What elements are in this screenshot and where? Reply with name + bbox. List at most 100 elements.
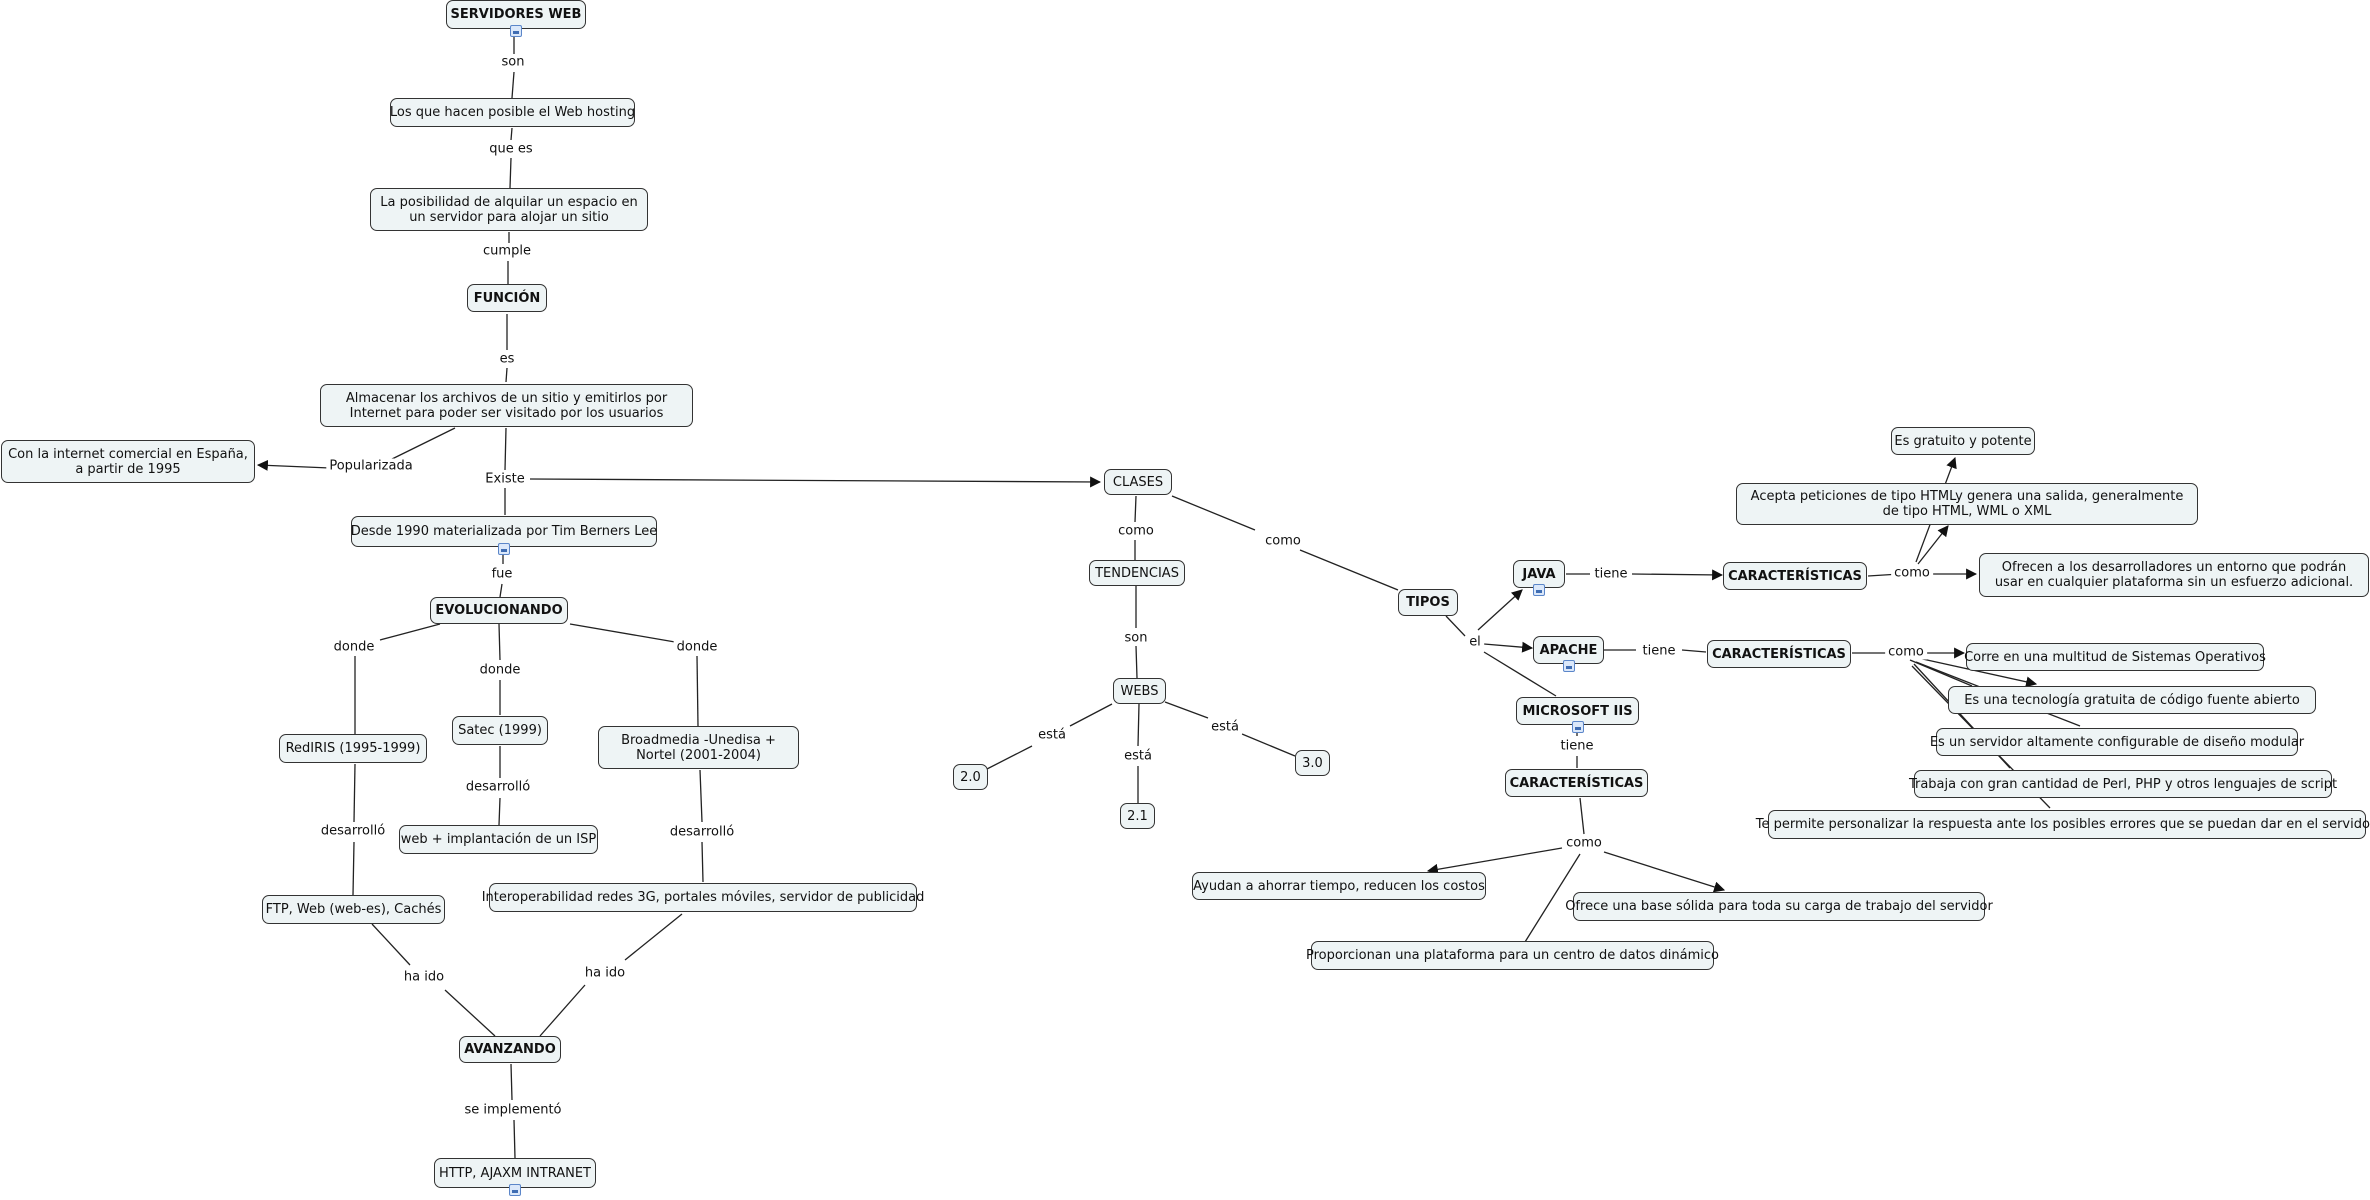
link-label-como-tipos: como	[1262, 533, 1304, 549]
node-web-hosting[interactable]: Los que hacen posible el Web hosting	[390, 98, 635, 127]
node-text: CARACTERÍSTICAS	[1509, 775, 1644, 791]
node-text: Es gratuito y potente	[1894, 433, 2032, 449]
node-v30[interactable]: 3.0	[1295, 750, 1330, 776]
node-text: Es un servidor altamente configurable de…	[1929, 734, 2305, 750]
node-configurable[interactable]: Es un servidor altamente configurable de…	[1930, 728, 2304, 756]
link-label-el: el	[1466, 634, 1484, 650]
link-label-ha-ido-2: ha ido	[581, 965, 629, 981]
node-text: Corre en una multitud de Sistemas Operat…	[1964, 649, 2266, 665]
link-label-esta-1: está	[1035, 727, 1069, 743]
node-caracteristicas-iis[interactable]: CARACTERÍSTICAS	[1505, 769, 1648, 797]
link-label-tiene-java: tiene	[1591, 566, 1631, 582]
image-icon[interactable]	[498, 543, 510, 555]
node-text: SERVIDORES WEB	[450, 7, 582, 22]
link-label-esta-3: está	[1208, 719, 1242, 735]
node-ofrecen[interactable]: Ofrecen a los desarrolladores un entorno…	[1979, 553, 2369, 597]
node-http[interactable]: HTTP, AJAXM INTRANET	[434, 1158, 596, 1196]
node-posibilidad[interactable]: La posibilidad de alquilar un espacio en…	[370, 188, 648, 231]
node-text: Los que hacen posible el Web hosting	[389, 105, 636, 120]
link-label-desarrollo-1: desarrolló	[317, 823, 389, 839]
link-label-ha-ido-1: ha ido	[400, 969, 448, 985]
link-label-fue: fue	[488, 566, 516, 582]
node-evolucionando[interactable]: EVOLUCIONANDO	[430, 597, 568, 624]
link-label-como-apache: como	[1885, 644, 1927, 660]
node-v20[interactable]: 2.0	[953, 764, 988, 790]
image-icon[interactable]	[1571, 721, 1584, 733]
node-text: TENDENCIAS	[1095, 565, 1179, 581]
node-corre[interactable]: Corre en una multitud de Sistemas Operat…	[1964, 643, 2266, 671]
node-text: AVANZANDO	[464, 1042, 556, 1057]
node-caracteristicas-java[interactable]: CARACTERÍSTICAS	[1723, 562, 1867, 590]
node-text: MICROSOFT IIS	[1522, 703, 1633, 719]
link-label-como-java: como	[1891, 565, 1933, 581]
node-personalizar[interactable]: Te permite personalizar la respuesta ant…	[1756, 810, 2370, 839]
node-clases[interactable]: CLASES	[1104, 469, 1172, 495]
link-label-desarrollo-2: desarrolló	[462, 779, 534, 795]
node-text: 2.1	[1127, 808, 1148, 824]
node-base-solida[interactable]: Ofrece una base sólida para toda su carg…	[1565, 892, 1993, 921]
node-caracteristicas-apache[interactable]: CARACTERÍSTICAS	[1707, 640, 1851, 668]
node-text: Almacenar los archivos de un sitio y emi…	[345, 390, 668, 421]
link-label-como-clases: como	[1115, 523, 1157, 539]
link-label-donde-2: donde	[476, 662, 524, 678]
node-apache[interactable]: APACHE	[1533, 636, 1604, 672]
link-label-donde-3: donde	[673, 639, 721, 655]
node-text: 3.0	[1302, 755, 1323, 771]
image-icon[interactable]	[1533, 584, 1545, 596]
link-label-esta-2: está	[1121, 748, 1155, 764]
node-servidores-web[interactable]: SERVIDORES WEB	[446, 0, 586, 37]
node-gratuito[interactable]: Es gratuito y potente	[1891, 427, 2035, 455]
node-tendencias[interactable]: TENDENCIAS	[1089, 560, 1185, 586]
node-text: HTTP, AJAXM INTRANET	[439, 1165, 591, 1181]
node-text: Con la internet comercial en España, a p…	[8, 446, 248, 477]
node-almacenar[interactable]: Almacenar los archivos de un sitio y emi…	[320, 384, 693, 427]
node-text: APACHE	[1539, 642, 1598, 658]
node-text: FUNCIÓN	[473, 290, 541, 306]
node-text: JAVA	[1522, 566, 1556, 582]
node-text: Broadmedia -Unedisa + Nortel (2001-2004)	[621, 732, 776, 763]
link-label-tiene-apache: tiene	[1639, 643, 1679, 659]
node-interoperabilidad[interactable]: Interoperabilidad redes 3G, portales móv…	[482, 883, 924, 912]
node-tipos[interactable]: TIPOS	[1398, 589, 1458, 616]
node-trabaja[interactable]: Trabaja con gran cantidad de Perl, PHP y…	[1909, 770, 2337, 798]
node-text: 2.0	[960, 769, 981, 785]
node-tecnologia[interactable]: Es una tecnología gratuita de código fue…	[1948, 686, 2316, 714]
node-text: Acepta peticiones de tipo HTMLy genera u…	[1750, 489, 2184, 519]
node-text: Satec (1999)	[458, 723, 542, 738]
node-text: CARACTERÍSTICAS	[1728, 568, 1862, 584]
node-isp[interactable]: web + implantación de un ISP	[399, 825, 598, 854]
node-text: Ofrece una base sólida para toda su carg…	[1565, 899, 1993, 914]
node-text: RedIRIS (1995-1999)	[285, 741, 421, 756]
node-acepta[interactable]: Acepta peticiones de tipo HTMLy genera u…	[1736, 483, 2198, 525]
node-text: Ofrecen a los desarrolladores un entorno…	[1994, 560, 2354, 590]
link-label-desarrollo-3: desarrolló	[666, 824, 738, 840]
node-internet-comercial[interactable]: Con la internet comercial en España, a p…	[1, 440, 255, 483]
node-java[interactable]: JAVA	[1513, 560, 1565, 596]
node-desde-1990[interactable]: Desde 1990 materializada por Tim Berners…	[350, 516, 658, 555]
node-text: CARACTERÍSTICAS	[1712, 646, 1846, 662]
node-text: WEBS	[1120, 683, 1159, 699]
node-ayudan[interactable]: Ayudan a ahorrar tiempo, reducen los cos…	[1192, 872, 1486, 900]
node-plataforma[interactable]: Proporcionan una plataforma para un cent…	[1306, 941, 1719, 970]
node-microsoft-iis[interactable]: MICROSOFT IIS	[1516, 697, 1639, 733]
node-funcion[interactable]: FUNCIÓN	[467, 284, 547, 312]
node-text: Ayudan a ahorrar tiempo, reducen los cos…	[1193, 878, 1485, 894]
image-icon[interactable]	[510, 25, 522, 37]
node-ftp[interactable]: FTP, Web (web-es), Cachés	[262, 895, 445, 924]
link-label-son-webs: son	[1121, 630, 1151, 646]
node-satec[interactable]: Satec (1999)	[452, 716, 548, 745]
node-text: web + implantación de un ISP	[400, 832, 597, 847]
image-icon[interactable]	[509, 1184, 521, 1196]
node-text: Te permite personalizar la respuesta ant…	[1755, 817, 2370, 832]
image-icon[interactable]	[1562, 660, 1575, 672]
node-webs[interactable]: WEBS	[1113, 678, 1166, 704]
link-label-popularizada: Popularizada	[326, 458, 416, 474]
node-rediris[interactable]: RedIRIS (1995-1999)	[279, 734, 427, 763]
node-text: TIPOS	[1406, 595, 1450, 610]
node-text: Interoperabilidad redes 3G, portales móv…	[481, 890, 925, 905]
node-broadmedia[interactable]: Broadmedia -Unedisa + Nortel (2001-2004)	[598, 726, 799, 769]
node-text: Desde 1990 materializada por Tim Berners…	[350, 524, 658, 539]
node-text: CLASES	[1112, 474, 1164, 490]
node-avanzando[interactable]: AVANZANDO	[459, 1036, 561, 1063]
node-v21[interactable]: 2.1	[1120, 803, 1155, 829]
